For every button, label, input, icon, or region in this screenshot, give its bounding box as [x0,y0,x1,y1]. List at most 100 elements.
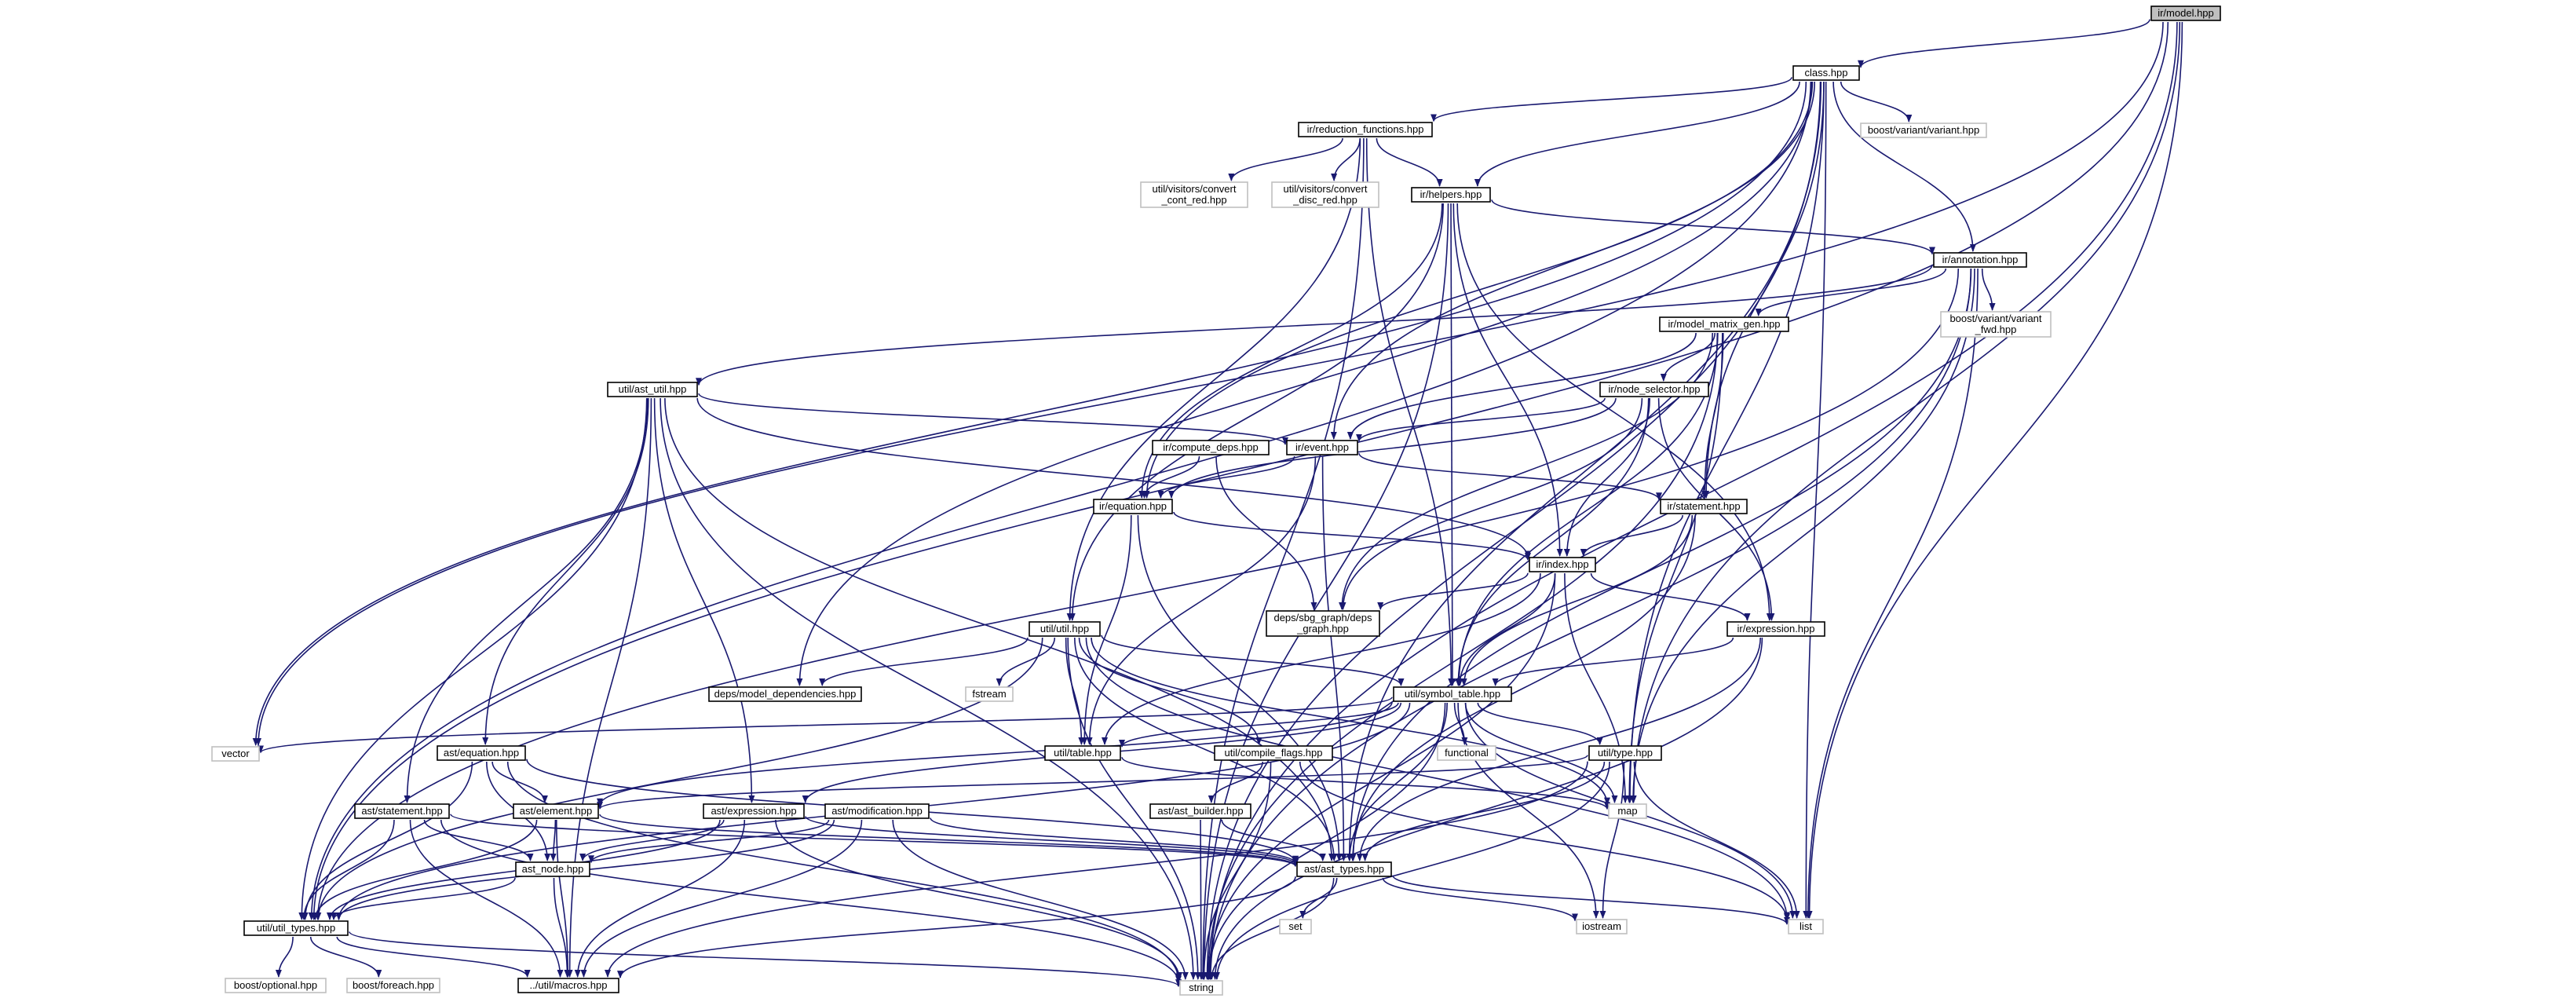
edge-utype-to-macros [605,761,1588,978]
node-cvdisc: util/visitors/convert_disc_red.hpp [1271,181,1379,208]
edge-utiltypes-to-macros [336,936,531,978]
node-foreach-label: boost/foreach.hpp [353,979,434,991]
node-modeldeps-label: deps/model_dependencies.hpp [714,688,857,700]
edge-redfun-to-cvcont [1228,137,1343,181]
node-equation-box [1093,499,1173,514]
node-asttypes-label: ast/ast_types.hpp [1304,863,1384,875]
node-expression-box [1726,621,1825,637]
node-astmod-label: ast/modification.hpp [831,805,923,817]
node-expression[interactable]: ir/expression.hpp [1726,621,1825,637]
node-event[interactable]: ir/event.hpp [1286,440,1358,455]
node-helpers[interactable]: ir/helpers.hpp [1411,187,1491,203]
node-fstream: fstream [965,686,1014,702]
node-macros[interactable]: ../util/macros.hpp [517,978,619,993]
edge-nodesel-to-symtab [1455,397,1650,686]
node-annot-label: ir/annotation.hpp [1942,254,2019,265]
node-table[interactable]: util/table.hpp [1044,745,1121,761]
edge-asteq-to-utiltypes [301,761,473,920]
node-astmod[interactable]: ast/modification.hpp [824,803,930,819]
node-event-box [1286,440,1358,455]
node-mmgen[interactable]: ir/model_matrix_gen.hpp [1659,316,1789,332]
node-vector-box [211,746,260,762]
node-utilhpp-box [1029,621,1101,637]
node-compflags[interactable]: util/compile_flags.hpp [1214,745,1333,761]
edge-astutil-to-string [660,397,1197,980]
node-functional-box [1437,745,1496,761]
node-iostream-box [1576,919,1628,934]
node-depsg-label: _graph.hpp [1296,623,1349,634]
edge-statement-to-symtab [1460,514,1694,686]
edge-aststmt-to-macros [409,819,564,978]
node-compdeps[interactable]: ir/compute_deps.hpp [1152,440,1270,455]
node-utilhpp-label: util/util.hpp [1040,623,1089,634]
edge-statement-to-asttypes [1349,514,1696,861]
edge-class-to-map [1627,81,1825,803]
node-astexpr[interactable]: ast/expression.hpp [703,803,805,819]
node-asttypes[interactable]: ast/ast_types.hpp [1296,861,1392,877]
edge-aststmt-to-string [440,819,1182,984]
edge-utilhpp-to-modeldeps [819,637,1029,686]
edge-nodesel-to-equation [1168,397,1617,499]
node-utilhpp[interactable]: util/util.hpp [1029,621,1101,637]
dependency-nodes: ir/model.hpp class.hpp boost/variant/varia… [211,5,2221,996]
node-depsg-box [1266,610,1380,637]
node-astnode[interactable]: ast_node.hpp [515,861,590,877]
node-symtab[interactable]: util/symbol_table.hpp [1393,686,1512,702]
node-set-label: set [1288,920,1303,932]
node-symtab-label: util/symbol_table.hpp [1405,688,1500,700]
node-model[interactable]: ir/model.hpp [2150,5,2221,21]
node-event-label: ir/event.hpp [1295,441,1349,453]
edge-utilhpp-to-table [1065,637,1085,745]
edge-mmgen-to-map [1626,332,1723,803]
node-list-box [1788,919,1824,934]
node-statement[interactable]: ir/statement.hpp [1660,499,1748,514]
node-annot[interactable]: ir/annotation.hpp [1933,252,2027,268]
node-fstream-box [965,686,1014,702]
edge-annot-to-map [1630,268,1975,803]
node-astutil[interactable]: util/ast_util.hpp [607,382,698,397]
edge-annot-to-mmgen [1755,268,1947,316]
node-helpers-box [1411,187,1491,203]
edge-compdeps-to-depsg [1215,455,1317,610]
node-aststmt[interactable]: ast/statement.hpp [354,803,450,819]
node-astbuilder[interactable]: ast/ast_builder.hpp [1149,803,1251,819]
edge-astutil-to-macros [566,397,652,978]
edge-event-to-asttypes [1321,455,1347,861]
node-redfun-label: ir/reduction_functions.hpp [1307,123,1424,135]
node-set: set [1279,919,1312,934]
edge-annot-to-asttypes [1350,268,1972,861]
node-astbuilder-label: ast/ast_builder.hpp [1157,805,1243,817]
node-functional: functional [1437,745,1496,761]
edge-astutil-to-index [696,397,1531,559]
node-class[interactable]: class.hpp [1792,65,1860,81]
node-utype[interactable]: util/type.hpp [1588,745,1662,761]
edge-mmgen-to-event [1346,332,1697,440]
edge-astnode-to-utiltypes [331,877,516,920]
edge-index-to-string [1205,572,1556,980]
node-utiltypes[interactable]: util/util_types.hpp [243,920,349,936]
edge-index-to-depsg [1377,572,1529,610]
node-string-label: string [1189,982,1214,993]
node-astelem[interactable]: ast/element.hpp [513,803,599,819]
node-variant: boost/variant/variant.hpp [1860,123,1987,138]
node-depsg[interactable]: deps/sbg_graph/deps_graph.hpp [1266,610,1380,637]
node-modeldeps[interactable]: deps/model_dependencies.hpp [708,686,862,702]
edge-utilhpp-to-fstream [996,637,1056,686]
edge-symtab-to-map [1464,702,1618,803]
edge-equation-to-asttypes [1137,514,1343,861]
edge-nodesel-to-depsg [1339,397,1643,610]
edge-redfun-to-symtab [1365,137,1455,686]
node-astelem-label: ast/element.hpp [520,805,593,817]
node-iostream-label: iostream [1582,920,1621,932]
edge-compflags-to-list [1299,761,1790,922]
node-equation[interactable]: ir/equation.hpp [1093,499,1173,514]
edge-compflags-to-astbuilder [1208,761,1263,803]
node-map: map [1608,803,1647,819]
node-index[interactable]: ir/index.hpp [1529,557,1596,572]
node-asteq[interactable]: ast/equation.hpp [437,745,526,761]
node-astexpr-label: ast/expression.hpp [711,805,796,817]
node-redfun[interactable]: ir/reduction_functions.hpp [1298,122,1433,137]
node-nodesel[interactable]: ir/node_selector.hpp [1599,382,1709,397]
edge-index-to-symtab [1456,572,1556,686]
